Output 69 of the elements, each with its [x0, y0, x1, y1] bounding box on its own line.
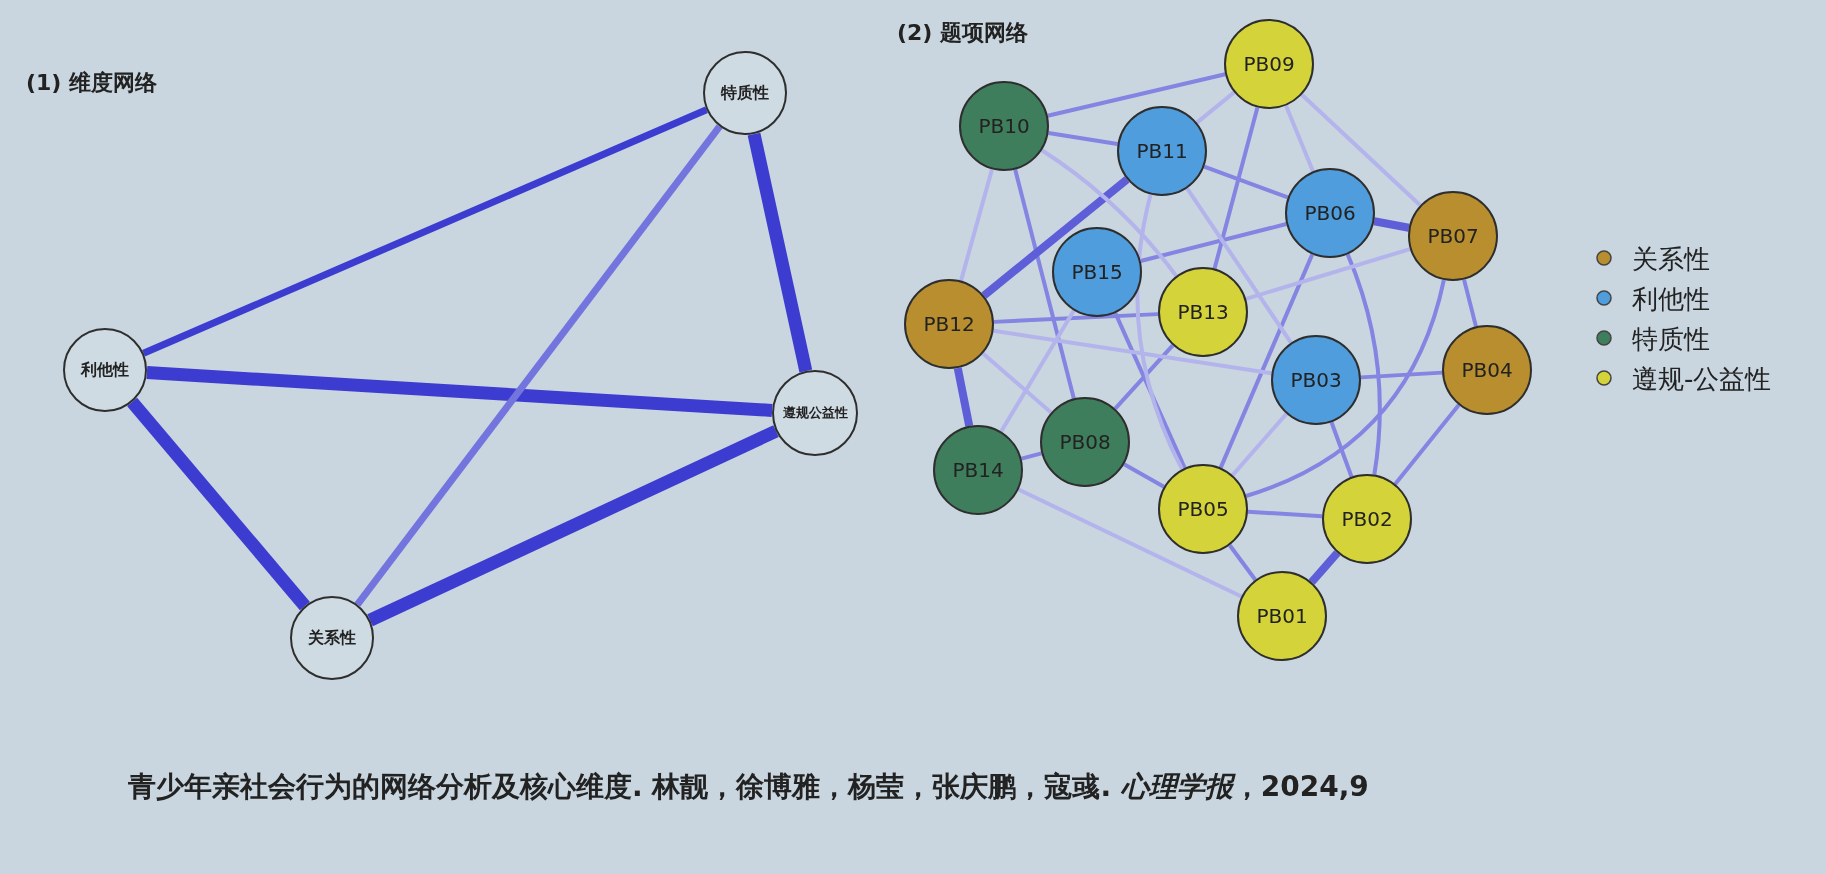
network-node-circle: PB09 [1224, 19, 1314, 109]
network-edge [1113, 343, 1175, 411]
network-edge [1300, 93, 1422, 207]
network-edge [993, 312, 1159, 324]
network-edge [146, 366, 773, 417]
network-edge [1140, 222, 1287, 263]
network-node-circle: 遵规公益性 [772, 370, 858, 456]
network-edge [1185, 187, 1293, 344]
network-edge [1218, 253, 1315, 469]
network-node-circle: PB04 [1442, 325, 1532, 415]
network-edge [953, 367, 974, 427]
network-edge [981, 176, 1130, 299]
network-edge [1195, 90, 1236, 125]
network-node-circle: PB12 [904, 279, 994, 369]
network-edge [367, 425, 779, 627]
network-edge [1393, 403, 1461, 486]
network-edge [1345, 253, 1382, 475]
network-edge [999, 309, 1076, 433]
network-edge [1308, 550, 1341, 585]
legend-label: 关系性 [1632, 243, 1710, 276]
network-edge [959, 168, 994, 282]
network-node-circle: PB15 [1052, 227, 1142, 317]
network-node-circle: PB13 [1158, 267, 1248, 357]
network-node-circle: PB10 [959, 81, 1049, 171]
network-edge [1123, 462, 1165, 489]
network-edge [1113, 312, 1187, 469]
network-edge [1329, 421, 1354, 478]
network-edge [993, 328, 1272, 376]
network-edge [1047, 72, 1226, 118]
legend-label: 遵规-公益性 [1632, 363, 1772, 396]
network-edge [127, 397, 310, 611]
network-edge [981, 351, 1053, 415]
network-node-circle: PB08 [1040, 397, 1130, 487]
citation-caption: 青少年亲社会行为的网络分析及核心维度. 林靓，徐博雅，杨莹，张庆鹏，寇彧. 心理学报，2024,9 [128, 769, 1369, 805]
network-edge [1048, 131, 1118, 146]
network-edge [142, 106, 708, 357]
legend-label: 特质性 [1632, 323, 1710, 356]
network-edge [747, 132, 813, 373]
network-node-circle: PB14 [933, 425, 1023, 515]
network-edge [1231, 412, 1288, 477]
network-edge [1013, 169, 1076, 399]
network-node-circle: PB01 [1237, 571, 1327, 661]
network-node-circle: PB02 [1322, 474, 1412, 564]
network-node-circle: PB07 [1408, 191, 1498, 281]
network-edge [1373, 217, 1410, 232]
network-edge [1203, 164, 1289, 200]
network-edge [354, 124, 723, 607]
network-edge [1245, 279, 1446, 498]
network-edge [1021, 451, 1042, 461]
network-node-circle: PB06 [1285, 168, 1375, 258]
legend-label: 利他性 [1632, 283, 1710, 316]
network-edge [1017, 487, 1243, 599]
network-edge [1212, 106, 1260, 270]
network-edge [1360, 370, 1443, 380]
network-edge [1228, 544, 1257, 581]
network-node-circle: 关系性 [290, 596, 374, 680]
network-edge [1135, 194, 1184, 471]
network-edge [1040, 148, 1178, 278]
panel-title: (1) 维度网络 [26, 69, 158, 97]
panel-title: (2) 题项网络 [897, 19, 1029, 47]
network-node-circle: PB03 [1271, 335, 1361, 425]
network-node-circle: PB11 [1117, 106, 1207, 196]
network-edge [1247, 509, 1323, 519]
network-node-circle: 利他性 [63, 328, 147, 412]
network-node-circle: PB05 [1158, 464, 1248, 554]
network-edge [1245, 247, 1411, 301]
network-edge [1462, 279, 1478, 327]
network-node-circle: 特质性 [703, 51, 787, 135]
network-edge [1284, 104, 1315, 173]
